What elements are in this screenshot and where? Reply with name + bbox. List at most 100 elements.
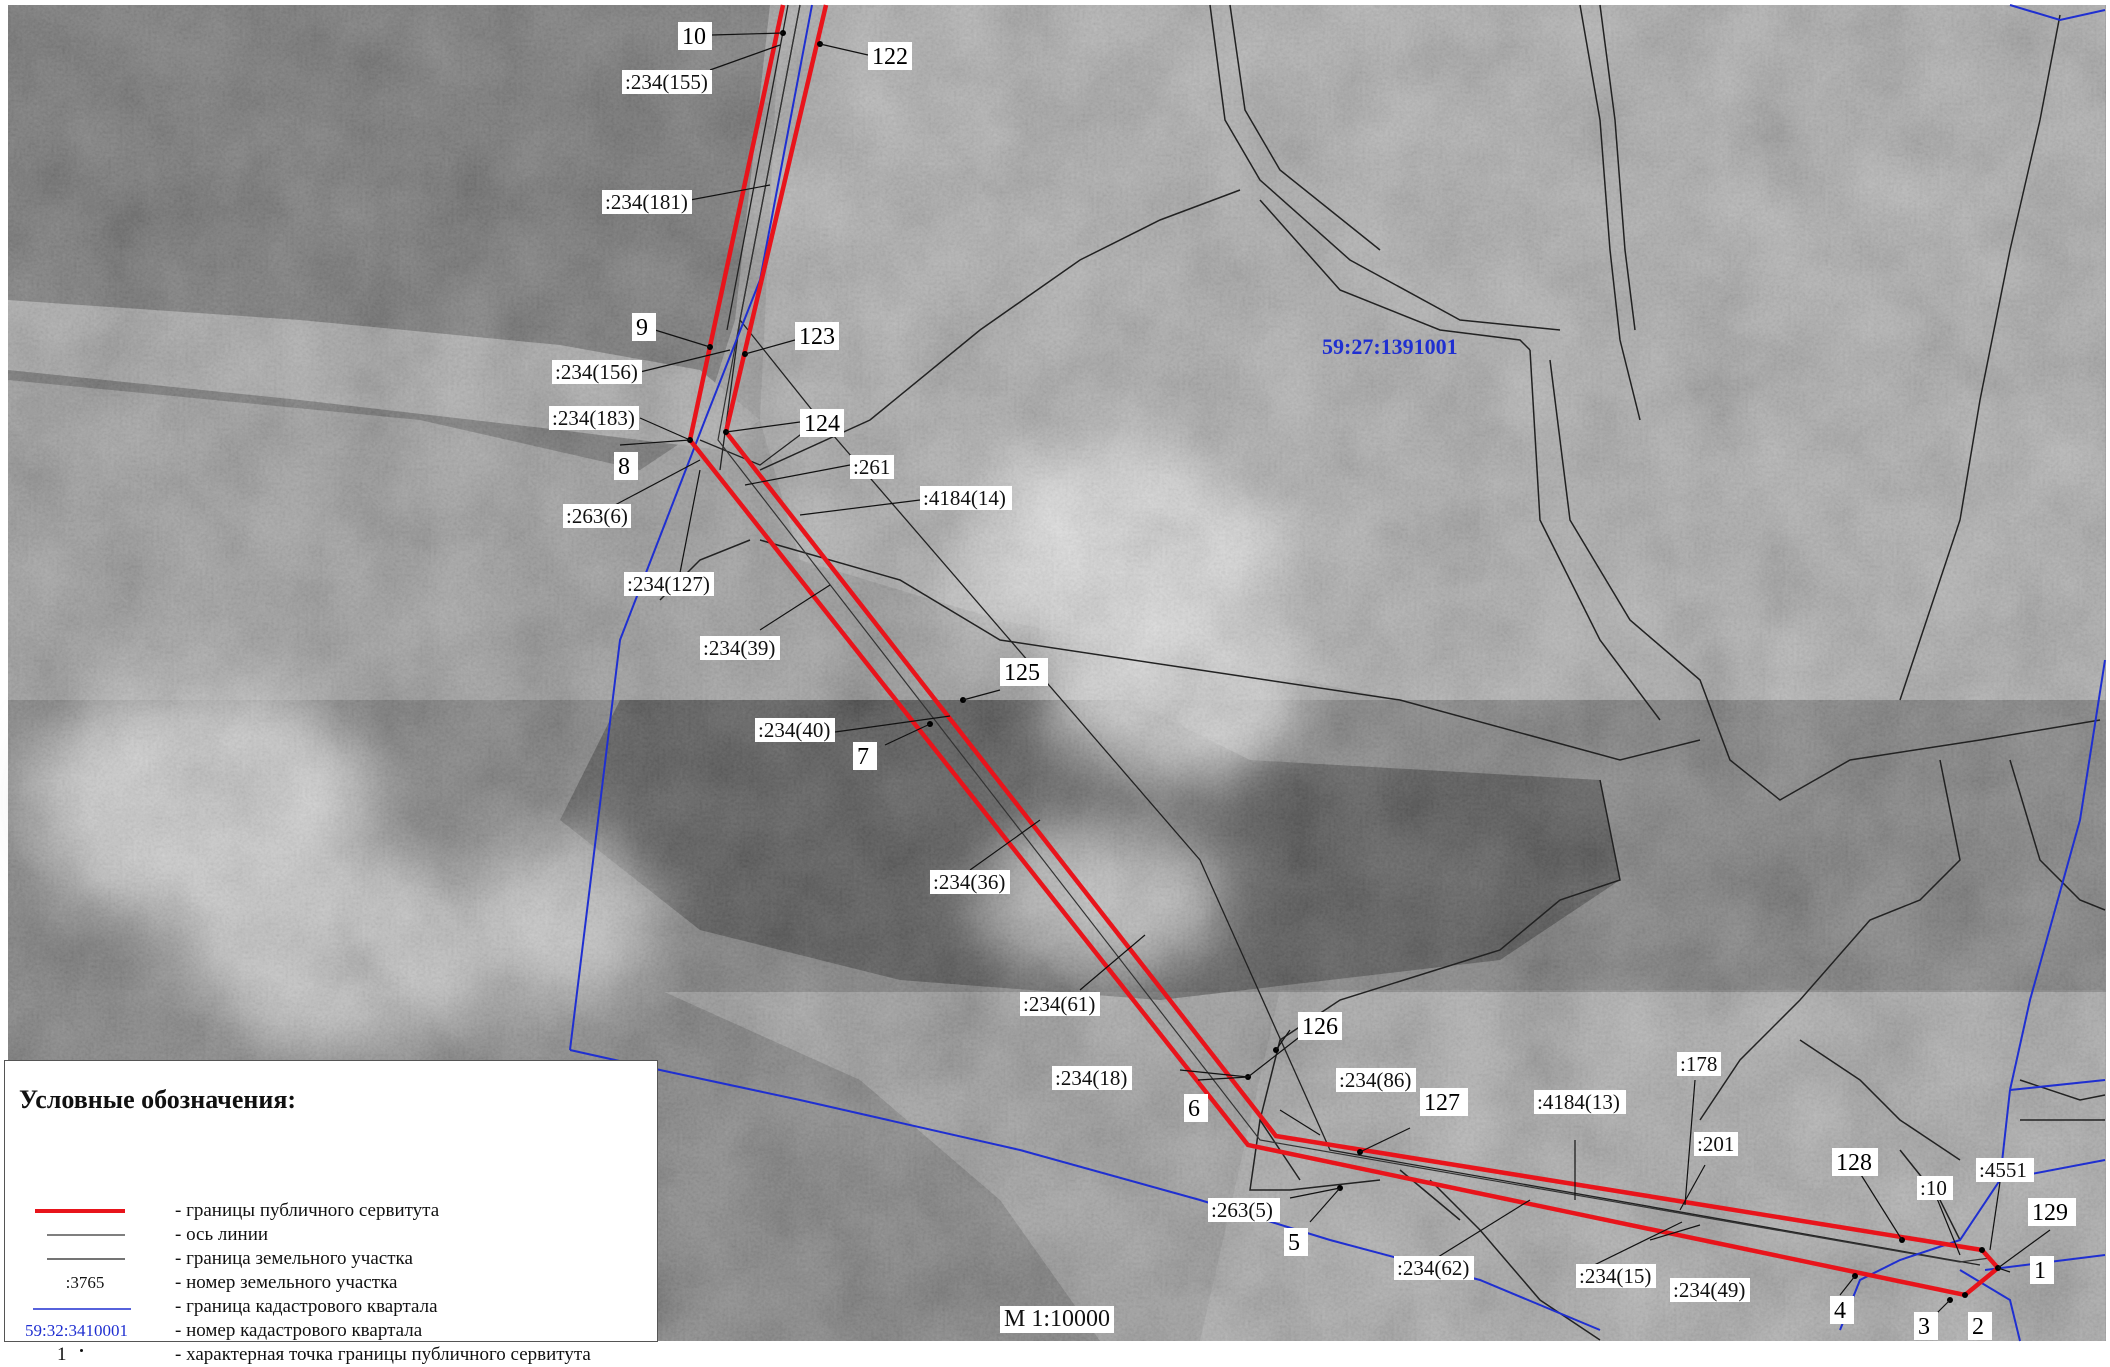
parcel-label: :178 [1677,1052,1721,1076]
parcel-label: :4551 [1976,1158,2034,1182]
svg-text::234(18): :234(18) [1055,1066,1127,1090]
svg-text::234(183): :234(183) [552,406,635,430]
svg-text::263(6): :263(6) [566,504,628,528]
parcel-label: :234(156) [552,360,642,384]
point-label: 126 [1298,1012,1342,1040]
svg-text:4: 4 [1834,1298,1846,1324]
point-label: 7 [853,742,877,770]
svg-text:125: 125 [1004,660,1040,686]
point-label: 4 [1830,1296,1854,1324]
legend-item-quarter-boundary: - граница кадастрового квартала [5,1295,659,1319]
parcel-label: :261 [850,455,894,479]
svg-text::234(15): :234(15) [1579,1264,1651,1288]
parcel-label: :234(155) [622,70,712,94]
line-axis [717,4,1991,1263]
legend-item-line-axis: - ось линии [5,1223,659,1247]
svg-text::234(156): :234(156) [555,360,638,384]
point-label: 129 [2028,1198,2076,1226]
parcel-label: :234(127) [624,572,714,596]
parcel-number-sample: :3765 [65,1273,105,1292]
legend-item-label: - характерная точка границы публичного с… [175,1344,591,1365]
svg-text:5: 5 [1288,1230,1300,1256]
point-dot-icon [80,1349,83,1352]
point-label: 124 [800,409,844,437]
parcel-label: :234(86) [1336,1068,1416,1092]
red-line-symbol [35,1209,125,1213]
parcel-label: :234(49) [1670,1278,1750,1302]
svg-text:129: 129 [2032,1200,2068,1226]
svg-text:10: 10 [682,24,706,50]
servitude-boundary [687,4,2000,1298]
parcel-label: :263(5) [1208,1198,1280,1222]
map-scale: М 1:10000 [1000,1306,1115,1333]
parcel-label: :234(183) [549,406,639,430]
svg-text:7: 7 [857,744,869,770]
parcel-label: :234(62) [1394,1256,1474,1280]
parcel-label: :4184(14) [920,486,1012,510]
legend-item-label: - номер земельного участка [175,1272,398,1293]
point-label: 127 [1420,1088,1468,1116]
svg-text::234(40): :234(40) [758,718,830,742]
parcel-line-symbol [47,1258,125,1260]
svg-text::234(61): :234(61) [1023,992,1095,1016]
legend-item-quarter-number: 59:32:3410001 - номер кадастрового кварт… [5,1319,659,1343]
point-label: 8 [614,452,638,480]
svg-text::4551: :4551 [1979,1158,2027,1182]
point-label: 125 [1000,658,1048,686]
point-label: 128 [1832,1148,1878,1176]
svg-text::234(181): :234(181) [605,190,688,214]
point-number-sample: 1 [57,1344,67,1365]
svg-text::234(127): :234(127) [627,572,710,596]
svg-text::10: :10 [1920,1176,1947,1200]
axis-line-symbol [47,1234,125,1236]
svg-text:128: 128 [1836,1150,1872,1176]
point-label: 122 [868,42,912,70]
parcel-label: :234(18) [1052,1066,1132,1090]
legend-item-label: - граница кадастрового квартала [175,1296,438,1317]
legend-item-label: - номер кадастрового квартала [175,1320,423,1341]
point-label: 5 [1284,1228,1308,1256]
parcel-label: :234(61) [1020,992,1100,1016]
point-label: 6 [1184,1094,1208,1122]
svg-text:1: 1 [2034,1258,2046,1284]
point-label: 1 [2030,1256,2054,1284]
svg-text:123: 123 [799,324,835,350]
svg-text::178: :178 [1680,1052,1717,1076]
svg-text::4184(14): :4184(14) [923,486,1006,510]
leader-lines [614,32,2051,1316]
parcel-label: :234(15) [1576,1264,1656,1288]
parcel-label: :234(40) [755,718,835,742]
svg-text:124: 124 [804,411,840,437]
legend-item-servitude-boundary: - границы публичного сервитута [5,1199,659,1223]
svg-text:122: 122 [872,44,908,70]
svg-text::234(39): :234(39) [703,636,775,660]
parcel-label: :201 [1694,1132,1738,1156]
quarter-number-sample: 59:32:3410001 [25,1321,128,1340]
legend-item-parcel-boundary: - граница земельного участка [5,1247,659,1271]
svg-text:9: 9 [636,315,648,341]
point-label: 2 [1968,1312,1992,1340]
legend-item-label: - граница земельного участка [175,1248,413,1269]
svg-text::234(155): :234(155) [625,70,708,94]
parcel-label: :234(39) [700,636,780,660]
legend-item-parcel-number: :3765 - номер земельного участка [5,1271,659,1295]
parcel-label: :234(181) [602,190,692,214]
svg-text:127: 127 [1424,1090,1460,1116]
legend-item-label: - границы публичного сервитута [175,1200,440,1221]
svg-text:3: 3 [1918,1314,1930,1340]
svg-text::261: :261 [853,455,890,479]
parcel-labels: :234(155) :234(181) :234(156) :234(183) … [549,70,2034,1302]
legend-item-label: - ось линии [175,1224,269,1245]
svg-text::234(62): :234(62) [1397,1256,1469,1280]
svg-text:6: 6 [1188,1096,1200,1122]
point-label: 9 [632,313,656,341]
svg-text:8: 8 [618,454,630,480]
blue-line-symbol [33,1308,131,1310]
svg-text::4184(13): :4184(13) [1537,1090,1620,1114]
svg-text::263(5): :263(5) [1211,1198,1273,1222]
legend-item-characteristic-point: 1 - характерная точка границы публичного… [5,1343,659,1367]
svg-text:126: 126 [1302,1014,1338,1040]
svg-text::201: :201 [1697,1132,1734,1156]
point-label: 10 [678,22,712,50]
parcel-label: :263(6) [563,504,631,528]
